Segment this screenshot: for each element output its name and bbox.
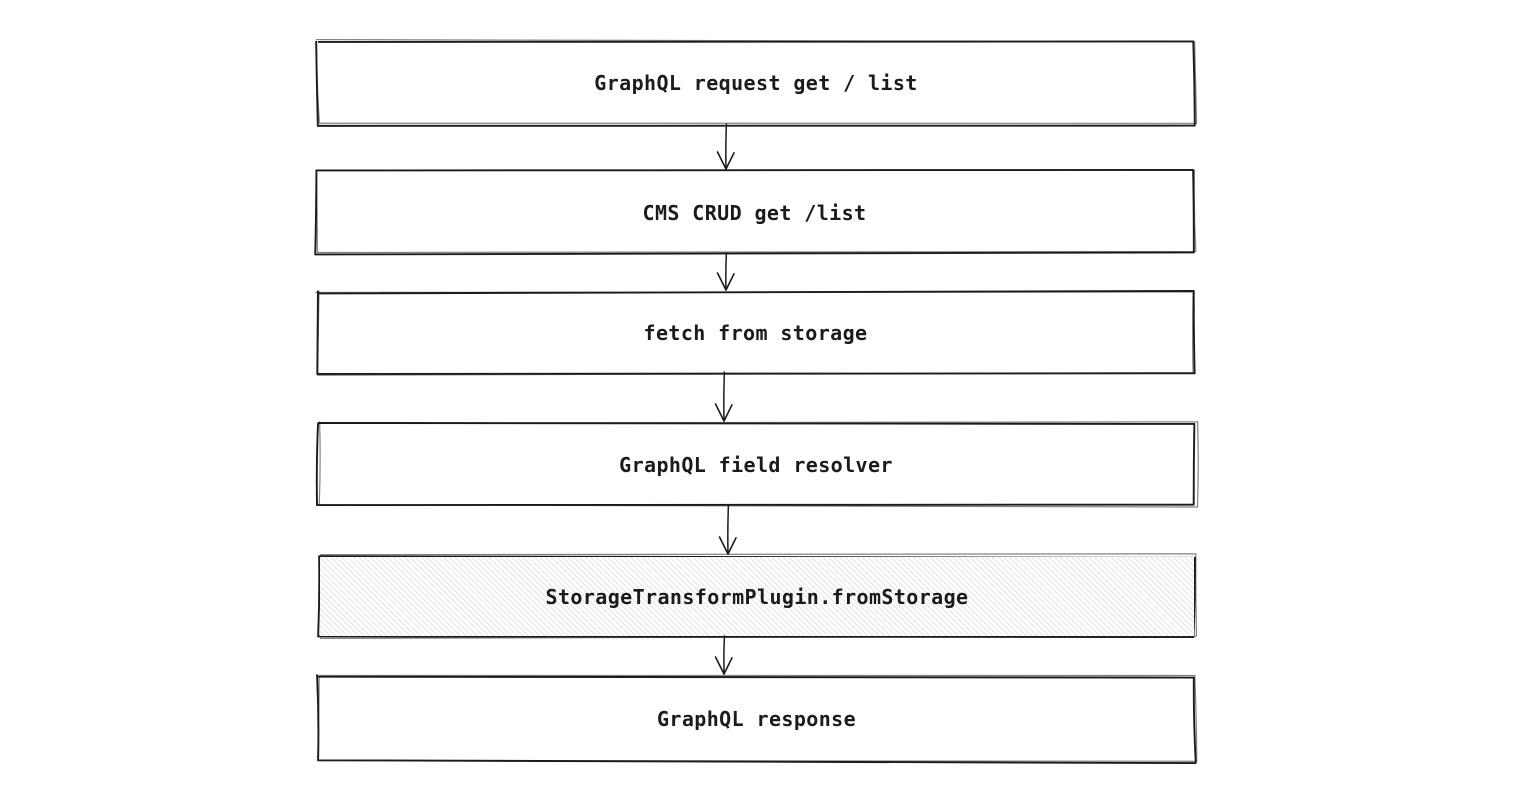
flow-node-graphql-request[interactable]: GraphQL request get / list (315, 38, 1198, 127)
flow-node-label: GraphQL field resolver (619, 452, 893, 477)
flow-node-label: GraphQL response (656, 707, 857, 731)
flow-node-graphql-field-resolver[interactable]: GraphQL field resolver (315, 421, 1199, 508)
flow-arrow-5 (714, 635, 733, 675)
flow-node-storage-transform-plugin[interactable]: StorageTransformPlugin.fromStorage (317, 553, 1198, 640)
flow-node-graphql-response[interactable]: GraphQL response (316, 674, 1198, 765)
flow-node-label: fetch from storage (643, 320, 868, 345)
flow-node-label: StorageTransformPlugin.fromStorage (545, 584, 969, 609)
flow-arrow-3 (714, 371, 733, 422)
flow-node-label: GraphQL request get / list (594, 71, 918, 95)
flow-arrow-4 (718, 504, 737, 555)
flow-arrow-1 (716, 123, 735, 170)
flow-arrow-2 (716, 252, 735, 291)
flow-node-label: CMS CRUD get /list (642, 200, 867, 225)
flow-node-cms-crud[interactable]: CMS CRUD get /list (314, 168, 1197, 256)
flow-node-fetch-from-storage[interactable]: fetch from storage (315, 289, 1196, 376)
